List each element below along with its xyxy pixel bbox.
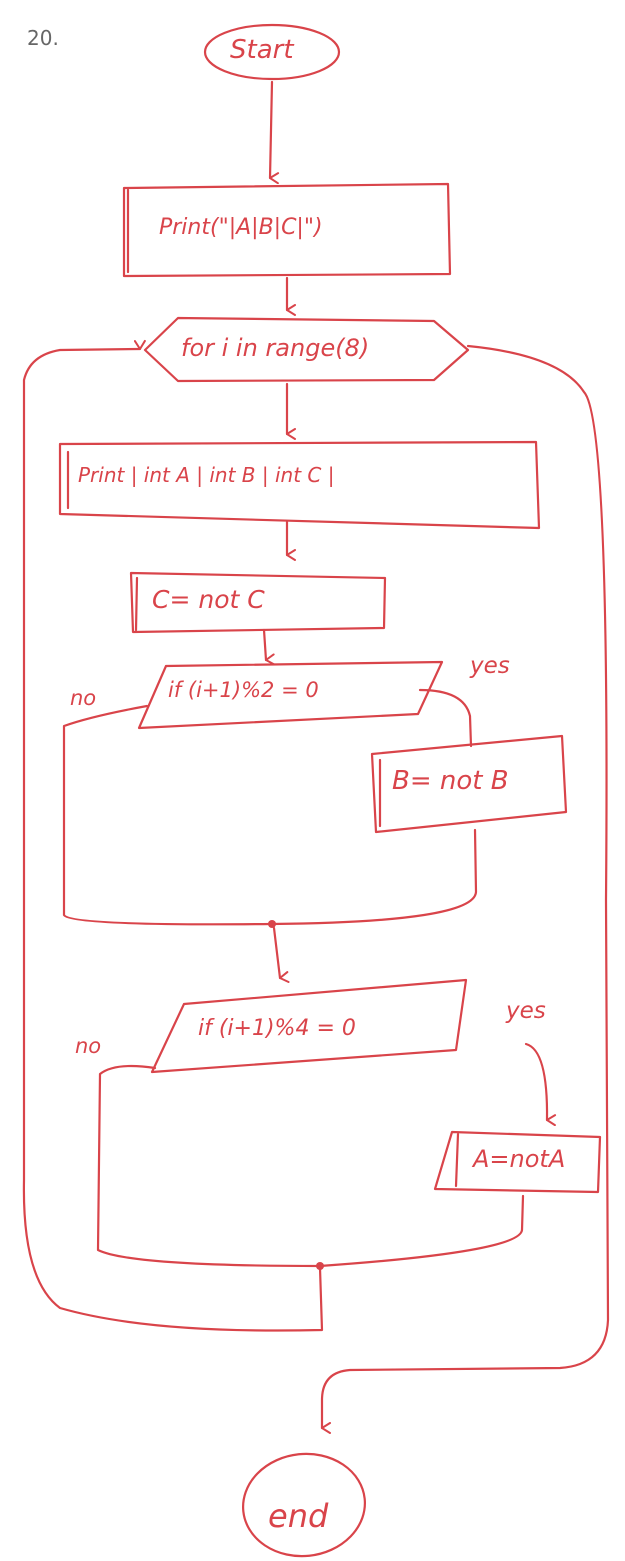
loop-hexagon (143, 316, 470, 383)
if-mod4-no-label: no (75, 1034, 102, 1058)
loop-exit-path (320, 344, 610, 1434)
if-mod2-no-path (62, 704, 274, 926)
if-mod2-label: if (i+1)%2 = 0 (168, 678, 319, 702)
toggle-b-label: B= not B (392, 766, 509, 796)
end-terminal (242, 1452, 366, 1558)
if-mod2-yes-path (418, 688, 473, 748)
if-mod4-yes-path (524, 1042, 557, 1127)
print-row-label: Print | int A | int B | int C | (78, 463, 335, 487)
print-header-label: Print("|A|B|C|") (159, 215, 323, 240)
if-mod4-no-path (96, 1064, 322, 1268)
print-header-box (122, 182, 452, 278)
toggle-a-label: A=notA (473, 1145, 566, 1173)
toggle-a-merge-path (318, 1194, 525, 1268)
if-mod4-label: if (i+1)%4 = 0 (198, 1016, 356, 1041)
start-terminal (203, 23, 341, 81)
toggle-a-box (433, 1130, 602, 1194)
toggle-b-merge-path (270, 828, 478, 926)
toggle-c-label: C= not C (152, 585, 265, 614)
if-mod2-yes-label: yes (470, 653, 510, 679)
arrow-c-to-if2 (262, 628, 276, 666)
arrow-start-to-print (268, 80, 280, 185)
loop-label: for i in range(8) (181, 334, 370, 362)
if-mod4-shape (150, 978, 468, 1074)
merge-point-2 (316, 1262, 324, 1270)
loop-back-path (22, 339, 324, 1332)
arrow-merge-to-if4 (272, 926, 290, 984)
merge-point-1 (268, 920, 276, 928)
start-label: Start (230, 35, 294, 65)
print-row-box (58, 440, 541, 530)
toggle-c-box (129, 571, 387, 634)
toggle-b-box (370, 734, 568, 834)
if-mod2-no-label: no (70, 686, 97, 710)
end-label: end (268, 1497, 329, 1535)
if-mod2-shape (137, 660, 444, 730)
problem-number: 20. (27, 26, 59, 50)
if-mod4-yes-label: yes (506, 998, 546, 1024)
